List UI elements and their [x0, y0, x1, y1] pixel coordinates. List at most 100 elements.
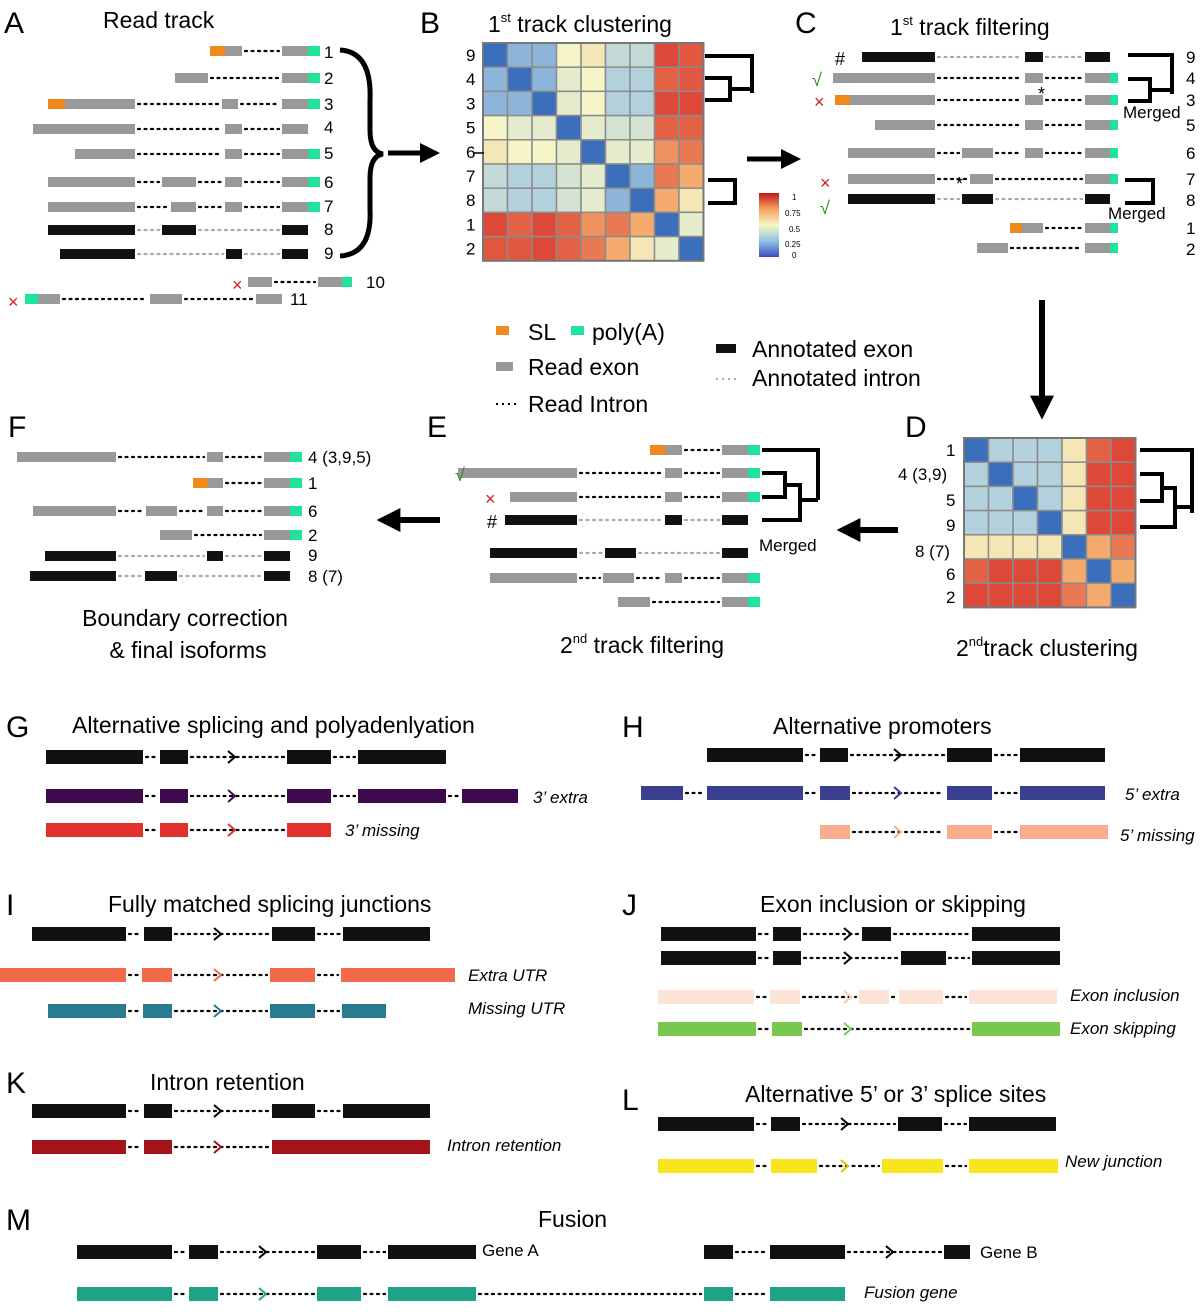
exon-block — [189, 1287, 218, 1301]
hash-mark-c: # — [835, 49, 845, 69]
title-h: Alternative promoters — [773, 713, 992, 739]
heatmap-b-cell — [531, 114, 558, 141]
exon-block — [658, 1117, 754, 1131]
label-gene-b: Gene B — [980, 1243, 1038, 1262]
exon-block — [343, 927, 430, 941]
filter-c-row-3: 3 — [1186, 91, 1195, 110]
exon-block — [290, 530, 302, 540]
heatmap-b-cell — [580, 66, 607, 93]
exon-block — [658, 1159, 754, 1173]
read-track-e-3 — [510, 492, 760, 502]
exon-block — [898, 1117, 942, 1131]
heatmap-d-cell — [1061, 461, 1088, 488]
heatmap-b-cell — [506, 163, 533, 189]
read-track-f-3 — [33, 506, 302, 516]
label-missing-utr: Missing UTR — [468, 999, 565, 1018]
exon-block — [707, 786, 803, 800]
panel-label-k: K — [6, 1067, 26, 1100]
exon-block — [510, 492, 577, 502]
heatmap-b-cell — [678, 211, 705, 238]
read-number-a-9: 9 — [324, 244, 333, 263]
exon-block — [820, 825, 850, 839]
heatmap-b-cell — [506, 114, 533, 141]
heatmap-b-cell — [555, 66, 582, 93]
exon-block — [264, 452, 290, 462]
exon-block — [171, 202, 196, 212]
read-track-c-9 — [977, 243, 1118, 253]
exon-block — [142, 968, 172, 982]
label-exon-skipping: Exon skipping — [1070, 1019, 1176, 1038]
exon-block — [290, 506, 302, 516]
exon-block — [290, 478, 302, 488]
exon-block — [1110, 120, 1118, 130]
title-e: 2nd track filtering — [560, 631, 724, 658]
exon-block — [33, 124, 135, 134]
exon-block — [248, 277, 272, 287]
direction-chevron — [213, 1140, 223, 1154]
heatmap-d-cell — [1036, 461, 1063, 488]
final-isoform-row-2: 1 — [308, 474, 317, 493]
heatmap-d-cell — [1085, 558, 1112, 584]
exon-block — [665, 445, 682, 455]
heatmap-b-cell — [482, 235, 509, 262]
heatmap-d-cell — [1036, 534, 1063, 560]
read-track-f-4 — [160, 530, 302, 540]
read-track-c-2 — [833, 73, 1118, 83]
exon-block — [972, 927, 1060, 941]
label-fusion-gene: Fusion gene — [864, 1283, 958, 1302]
exon-block — [722, 445, 748, 455]
title-d: 2ndtrack clustering — [956, 634, 1138, 661]
heatmap-d-cell — [1061, 509, 1088, 536]
heatmap-d-cell — [1012, 485, 1039, 512]
heatmap-d-cell — [1012, 509, 1039, 536]
iso-m-gene-a — [77, 1245, 476, 1259]
heatmap-b-cell — [653, 139, 680, 165]
heatmap-d-cell — [1110, 437, 1137, 463]
iso-j-inclusion — [658, 990, 1057, 1004]
iso-l-new-junction — [658, 1159, 1058, 1173]
exon-block — [46, 750, 143, 764]
dendrograms — [705, 53, 1194, 529]
read-number-a-6: 6 — [324, 173, 333, 192]
exon-block — [603, 573, 634, 583]
exon-block — [150, 294, 182, 304]
heatmap-d-row-7: 2 — [946, 588, 955, 607]
exon-block — [343, 1104, 430, 1118]
direction-chevron — [893, 825, 903, 839]
heatmap-d-cell — [1061, 437, 1088, 463]
heatmap-b-cell — [580, 139, 607, 165]
direction-chevron — [213, 1104, 223, 1118]
exon-block — [77, 1287, 172, 1301]
heatmap-d-cell — [987, 461, 1014, 488]
heatmap-d-cell — [1036, 485, 1063, 512]
read-track-a-4 — [33, 124, 308, 134]
exon-block — [658, 990, 754, 1004]
colorbar-tick-1: 1 — [792, 193, 797, 202]
exon-block — [773, 951, 801, 965]
iso-i-extra-utr — [0, 968, 455, 982]
exon-block — [226, 249, 242, 259]
title-i: Fully matched splicing junctions — [108, 891, 431, 917]
heatmap-b-cell — [653, 90, 680, 117]
direction-chevron — [258, 1245, 268, 1259]
heatmap-b-cell — [629, 42, 656, 68]
iso-i-missing-utr — [48, 1004, 386, 1018]
star-mark-c-1: * — [1038, 84, 1045, 104]
exon-block — [225, 202, 242, 212]
exon-block — [308, 177, 320, 187]
iso-h-ref — [707, 748, 1105, 762]
heatmap-b-cell — [531, 139, 558, 165]
filter-c-row-5: 6 — [1186, 144, 1195, 163]
label-exon-inclusion: Exon inclusion — [1070, 986, 1180, 1005]
heatmap-b-cell — [482, 42, 509, 68]
exon-block — [859, 990, 889, 1004]
exon-block — [308, 73, 320, 83]
heatmap-d-cell — [987, 534, 1014, 560]
heatmap-d-cell — [1036, 437, 1063, 463]
exon-block — [770, 990, 800, 1004]
exon-block — [770, 1245, 845, 1259]
panel-label-j: J — [622, 889, 637, 922]
direction-chevron — [893, 748, 903, 762]
exon-block — [160, 823, 188, 837]
colorbar-tick-05: 0.5 — [789, 225, 801, 234]
